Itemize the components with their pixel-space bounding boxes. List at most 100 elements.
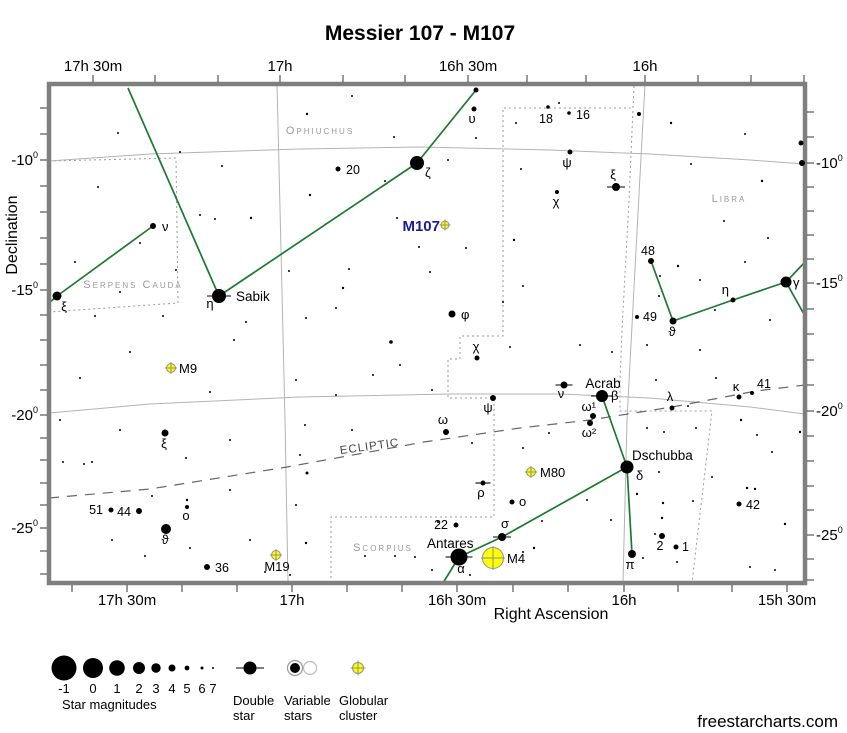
star-border-star-top bbox=[473, 87, 479, 93]
legend-magnitude-value: 3 bbox=[152, 681, 159, 696]
constellation-line bbox=[501, 466, 628, 538]
field-star bbox=[305, 112, 309, 116]
top-axis-label: 16h bbox=[632, 58, 657, 75]
star-designation-label: 1 bbox=[682, 540, 689, 554]
star-xi-oph-n: ξ bbox=[607, 167, 625, 191]
star-theta-lib: ϑ bbox=[668, 317, 677, 339]
field-star bbox=[471, 442, 473, 444]
field-star bbox=[749, 566, 751, 568]
star-eta-lib: η bbox=[722, 282, 736, 303]
field-star bbox=[532, 546, 536, 550]
dso-M19: M19 bbox=[264, 549, 290, 574]
field-star bbox=[502, 301, 504, 303]
field-star bbox=[753, 487, 757, 491]
field-star bbox=[509, 346, 511, 348]
star-designation-label: α bbox=[457, 561, 465, 576]
constellation-name: Scorpius bbox=[353, 542, 413, 554]
field-star bbox=[522, 447, 524, 449]
field-star bbox=[389, 340, 393, 344]
field-star bbox=[642, 557, 644, 559]
ecliptic-label: ECLIPTIC bbox=[339, 437, 400, 457]
field-star bbox=[264, 571, 266, 573]
field-star bbox=[351, 429, 353, 431]
field-star bbox=[723, 220, 725, 222]
star-o-sco: o bbox=[509, 494, 526, 509]
star-dot bbox=[204, 564, 210, 570]
legend-magnitude-dot bbox=[51, 655, 77, 681]
star-dot bbox=[546, 105, 550, 109]
field-star bbox=[655, 379, 657, 381]
field-star bbox=[399, 364, 401, 366]
star-name-label: Sabik bbox=[236, 289, 270, 304]
star-designation-label: ϑ bbox=[668, 324, 676, 339]
star-dot bbox=[555, 190, 559, 194]
field-star bbox=[769, 319, 771, 321]
dso-label-M9: M9 bbox=[179, 361, 197, 376]
constellation-line bbox=[732, 281, 787, 301]
star-16-sco: 16 bbox=[567, 108, 590, 122]
field-star bbox=[304, 424, 306, 426]
legend-magnitude-value: -1 bbox=[58, 681, 70, 696]
field-star bbox=[62, 461, 64, 463]
field-star bbox=[74, 261, 76, 263]
star-dot bbox=[471, 106, 477, 112]
field-star bbox=[221, 165, 223, 167]
legend-variable-stars-label-1: Variable bbox=[284, 693, 331, 708]
star-dot bbox=[587, 420, 593, 426]
star-nu-sco: ν bbox=[555, 381, 573, 401]
field-star bbox=[364, 555, 366, 557]
field-star bbox=[288, 270, 290, 272]
left-axis-label: -200 bbox=[11, 405, 38, 424]
field-star bbox=[418, 246, 420, 248]
legend-magnitude-value: 2 bbox=[135, 681, 142, 696]
field-star bbox=[541, 520, 543, 522]
field-star bbox=[690, 163, 692, 165]
field-star bbox=[97, 186, 99, 188]
star-dot bbox=[161, 524, 171, 534]
star-dot bbox=[473, 87, 479, 93]
field-star bbox=[715, 377, 717, 379]
bottom-axis-label: 17h bbox=[279, 592, 304, 609]
star-designation-label: ω¹ bbox=[582, 399, 597, 414]
field-star bbox=[586, 499, 588, 501]
field-star bbox=[760, 179, 764, 183]
field-star bbox=[393, 136, 395, 138]
star-dot bbox=[108, 507, 114, 513]
field-star bbox=[295, 504, 297, 506]
field-star bbox=[558, 102, 560, 104]
dso-label-M80: M80 bbox=[540, 465, 565, 480]
star-dot bbox=[673, 544, 679, 550]
field-star bbox=[341, 286, 345, 290]
star-18-sco: 18 bbox=[539, 105, 553, 126]
constellation-line bbox=[650, 260, 674, 322]
star-designation-label: 36 bbox=[215, 561, 229, 575]
field-star bbox=[229, 489, 231, 491]
star-dot bbox=[52, 291, 62, 301]
legend-globular-cluster-label-2: cluster bbox=[339, 708, 378, 723]
constellation-line bbox=[672, 299, 734, 322]
field-star bbox=[431, 569, 433, 571]
star-nu-ser: ν bbox=[150, 219, 169, 234]
field-star bbox=[175, 269, 177, 271]
bottom-axis-label: 16h 30m bbox=[428, 592, 486, 609]
field-star bbox=[744, 133, 746, 135]
legend-magnitude-dot bbox=[109, 660, 125, 676]
legend: Star magnitudes Double star Variable sta… bbox=[62, 693, 389, 723]
field-star bbox=[335, 307, 337, 309]
star-dot bbox=[669, 317, 677, 325]
field-star bbox=[429, 271, 431, 273]
legend-magnitude-dot bbox=[212, 667, 214, 669]
field-star bbox=[111, 539, 113, 541]
star-designation-label: σ bbox=[501, 516, 509, 531]
legend-variable-dot bbox=[290, 663, 300, 673]
field-star bbox=[139, 242, 141, 244]
right-axis-label: -150 bbox=[816, 273, 843, 292]
field-star bbox=[522, 285, 524, 287]
legend-magnitude-value: 4 bbox=[168, 681, 175, 696]
star-dot bbox=[620, 460, 634, 474]
legend-magnitude-dot bbox=[151, 663, 161, 673]
field-star bbox=[185, 457, 187, 459]
star-42-lib: 42 bbox=[736, 498, 760, 512]
star-designation-label: ζ bbox=[425, 165, 431, 180]
